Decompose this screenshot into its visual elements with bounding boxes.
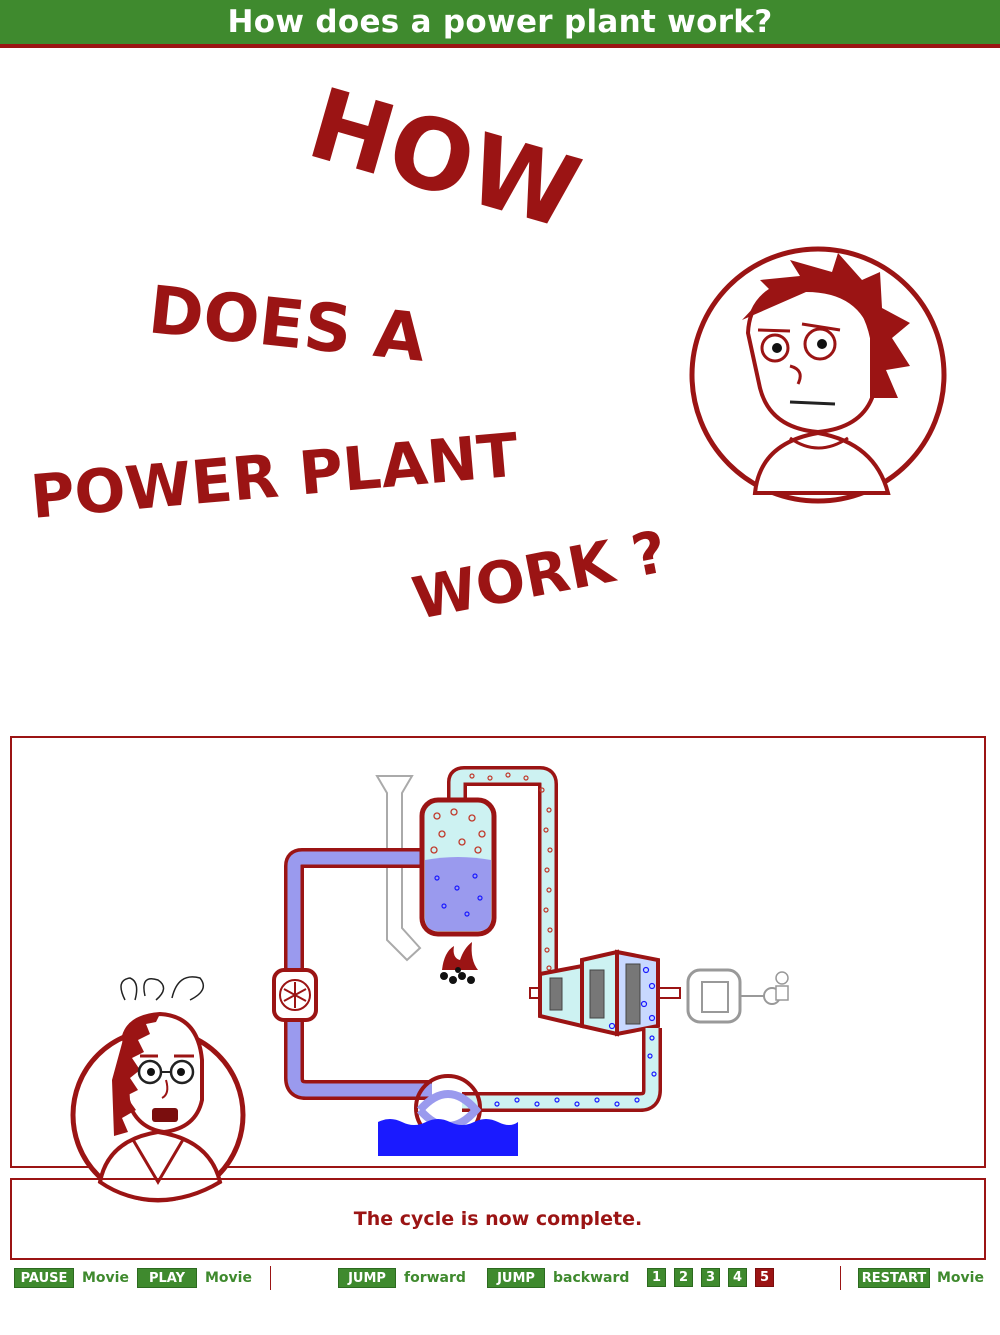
intro-word-work: WORK ? <box>407 517 672 633</box>
jump-forward-button[interactable]: JUMP <box>338 1268 396 1288</box>
jump-backward-label: backward <box>553 1270 630 1286</box>
jump-backward-button[interactable]: JUMP <box>487 1268 545 1288</box>
feed-pump <box>272 968 318 1022</box>
step-3-button[interactable]: 3 <box>701 1268 720 1287</box>
page-title: How does a power plant work? <box>227 4 773 40</box>
intro-word-power-plant: POWER PLANT <box>28 421 521 533</box>
movie-controls: PAUSE Movie PLAY Movie JUMP forward JUMP… <box>0 1264 1000 1292</box>
step-2-button[interactable]: 2 <box>674 1268 693 1287</box>
power-plant-diagram <box>272 766 789 1156</box>
restart-button[interactable]: RESTART <box>858 1268 930 1288</box>
scientist-avatar <box>70 976 246 1203</box>
pause-button[interactable]: PAUSE <box>14 1268 74 1288</box>
play-label: Movie <box>205 1270 252 1286</box>
play-button[interactable]: PLAY <box>137 1268 197 1288</box>
generator <box>686 968 789 1024</box>
restart-label: Movie <box>937 1270 984 1286</box>
divider <box>840 1266 841 1290</box>
river-water <box>378 1119 518 1156</box>
step-5-button[interactable]: 5 <box>755 1268 774 1287</box>
caption-panel: The cycle is now complete. <box>10 1178 986 1260</box>
divider <box>270 1266 271 1290</box>
top-bar: How does a power plant work? <box>0 0 1000 48</box>
pause-label: Movie <box>82 1270 129 1286</box>
intro-word-does-a: DOES A <box>145 271 429 377</box>
steam-pipe <box>447 766 558 988</box>
intro-word-how: HOW <box>297 67 591 252</box>
intro-title-art: HOW DOES A POWER PLANT WORK ? <box>28 67 947 633</box>
turbine <box>529 949 681 1037</box>
boiler <box>419 797 497 937</box>
step-1-button[interactable]: 1 <box>647 1268 666 1287</box>
caption-text: The cycle is now complete. <box>353 1208 643 1230</box>
fire-icon <box>440 942 478 984</box>
jump-forward-label: forward <box>404 1270 466 1286</box>
step-4-button[interactable]: 4 <box>728 1268 747 1287</box>
return-pipe <box>462 1028 662 1112</box>
boy-avatar <box>689 246 947 504</box>
